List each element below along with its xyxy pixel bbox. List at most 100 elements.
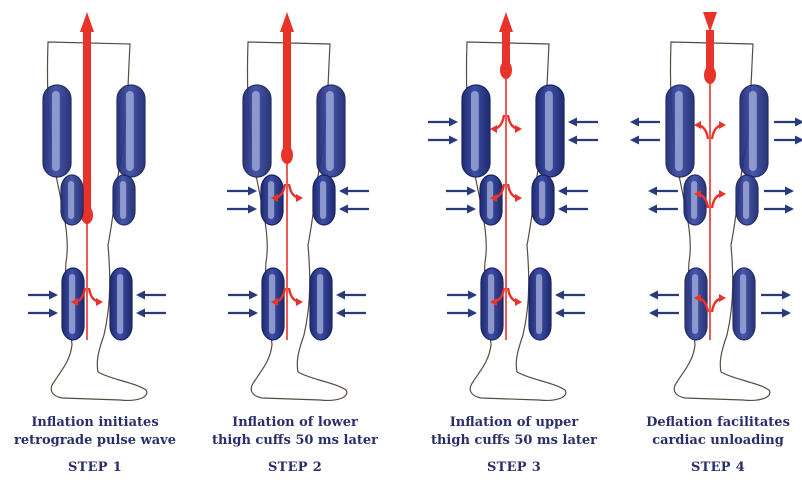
compress-arrow-right [568, 118, 598, 127]
arrow-head [468, 291, 477, 300]
cuff-left-lower-thigh [261, 175, 283, 225]
leg-figure-3 [428, 12, 598, 400]
arrow-head [339, 187, 348, 196]
release-arrow-right [774, 136, 802, 145]
arrow-head [558, 187, 567, 196]
compress-arrow-right [136, 291, 166, 300]
cuff-right-lower-thigh [736, 175, 758, 225]
cuff-highlight [471, 91, 479, 171]
compress-arrow-left [28, 309, 58, 318]
cuff-highlight [317, 274, 323, 334]
compress-arrow-right [339, 187, 369, 196]
compress-arrow-left [447, 291, 477, 300]
cuff-left-lower-thigh [480, 175, 502, 225]
compress-arrow-left [228, 309, 258, 318]
release-arrow-left [630, 136, 660, 145]
release-arrow-right [764, 205, 794, 214]
release-arrow-right [774, 118, 802, 127]
caption-line-2: retrograde pulse wave [0, 432, 195, 450]
cuff-left-calf [62, 268, 84, 340]
leg-figure-1 [28, 12, 166, 400]
caption-line-2: thigh cuffs 50 ms later [195, 432, 395, 450]
compress-arrow-right [339, 205, 369, 214]
cuff-left-calf [685, 268, 707, 340]
cuff-highlight [691, 181, 697, 219]
arrow-head [468, 309, 477, 318]
arrow-head [49, 291, 58, 300]
compress-arrow-right [555, 291, 585, 300]
cuff-right-calf [110, 268, 132, 340]
caption-step-1: Inflation initiates retrograde pulse wav… [0, 414, 195, 477]
arrow-head [795, 136, 802, 145]
release-arrow-left [649, 309, 679, 318]
caption-step-2: Inflation of lower thigh cuffs 50 ms lat… [195, 414, 395, 477]
cuff-highlight [252, 91, 260, 171]
arrow-head [136, 291, 145, 300]
cuff-right-upper-thigh [536, 85, 564, 177]
arrow-head [568, 118, 577, 127]
cuff-right-lower-thigh [113, 175, 135, 225]
arrow-head [136, 309, 145, 318]
release-arrow-right [761, 291, 791, 300]
cuff-highlight [268, 181, 274, 219]
compress-arrow-right [336, 291, 366, 300]
arrow-head [648, 187, 657, 196]
cuff-left-lower-thigh [61, 175, 83, 225]
cuff-highlight [539, 181, 545, 219]
caption-line-1: Inflation of upper [414, 414, 614, 432]
cuff-highlight [117, 274, 123, 334]
pressure-bolus [704, 66, 716, 84]
caption-step-4: Deflation facilitates cardiac unloading … [618, 414, 802, 477]
arrow-head [795, 118, 802, 127]
compress-arrow-left [447, 309, 477, 318]
cuff-highlight [120, 181, 126, 219]
caption-line-1: Deflation facilitates [618, 414, 802, 432]
cuff-right-lower-thigh [532, 175, 554, 225]
arrow-head [630, 118, 639, 127]
arrow-head [449, 136, 458, 145]
cuff-right-upper-thigh [117, 85, 145, 177]
cuff-highlight [68, 181, 74, 219]
release-arrow-left [648, 205, 678, 214]
cuff-right-calf [310, 268, 332, 340]
compress-arrow-right [336, 309, 366, 318]
compress-arrow-right [558, 205, 588, 214]
arrow-head [568, 136, 577, 145]
arrow-head [49, 309, 58, 318]
compress-arrow-left [228, 291, 258, 300]
cuff-left-calf [262, 268, 284, 340]
step-label: STEP 1 [0, 459, 195, 477]
compress-arrow-right [568, 136, 598, 145]
pressure-bolus [500, 61, 512, 79]
cuff-highlight [488, 274, 494, 334]
cuff-left-upper-thigh [666, 85, 694, 177]
compress-arrow-right [558, 187, 588, 196]
caption-line-1: Inflation of lower [195, 414, 395, 432]
cuff-left-calf [481, 268, 503, 340]
flow-down-arrow [703, 12, 717, 32]
cuff-highlight [126, 91, 134, 171]
caption-line-2: thigh cuffs 50 ms later [414, 432, 614, 450]
release-arrow-right [764, 187, 794, 196]
release-arrow-left [648, 187, 678, 196]
arrow-head [782, 309, 791, 318]
cuff-highlight [269, 274, 275, 334]
arrow-head [649, 291, 658, 300]
cuff-highlight [487, 181, 493, 219]
cuff-highlight [320, 181, 326, 219]
cuff-highlight [749, 91, 757, 171]
arrow-head [555, 291, 564, 300]
pressure-bolus [281, 146, 293, 164]
step-label: STEP 3 [414, 459, 614, 477]
step-label: STEP 4 [618, 459, 802, 477]
arrow-head [336, 309, 345, 318]
cuff-left-upper-thigh [462, 85, 490, 177]
cuff-right-calf [529, 268, 551, 340]
compress-arrow-left [446, 205, 476, 214]
pressure-column [706, 30, 714, 70]
arrow-head [249, 309, 258, 318]
cuff-highlight [743, 181, 749, 219]
release-arrow-right [761, 309, 791, 318]
cuff-right-lower-thigh [313, 175, 335, 225]
